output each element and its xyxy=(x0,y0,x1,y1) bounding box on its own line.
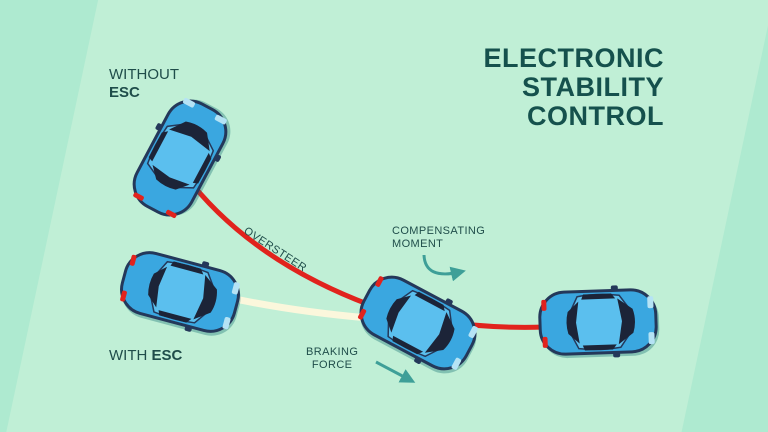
braking-force-arrow xyxy=(375,360,416,383)
car-with-esc xyxy=(113,240,250,345)
car-middle-braking xyxy=(348,262,491,385)
title-line-3: CONTROL xyxy=(527,101,664,131)
with-esc-label: WITH ESC xyxy=(109,347,182,365)
without-esc-text: ESC xyxy=(109,84,140,101)
without-prefix: WITHOUT xyxy=(109,66,179,83)
diagram-title: ELECTRONIC STABILITY CONTROL xyxy=(484,44,665,131)
without-esc-label: WITHOUT ESC xyxy=(109,66,179,102)
compensating-line-1: COMPENSATING xyxy=(392,225,486,237)
with-prefix: WITH xyxy=(109,347,152,364)
title-line-1: ELECTRONIC xyxy=(483,43,664,73)
corrected-path xyxy=(236,296,372,322)
compensating-moment-label: COMPENSATING MOMENT xyxy=(392,225,485,251)
title-line-2: STABILITY xyxy=(522,72,664,102)
braking-line-1: BRAKING xyxy=(306,346,359,358)
car-without-esc xyxy=(119,85,242,228)
compensating-moment-arrow xyxy=(422,254,466,282)
car-right-straight xyxy=(537,282,662,362)
with-esc-text: ESC xyxy=(151,347,183,364)
compensating-line-2: MOMENT xyxy=(392,238,444,250)
braking-line-2: FORCE xyxy=(311,359,353,371)
braking-force-label: BRAKING FORCE xyxy=(306,346,358,372)
